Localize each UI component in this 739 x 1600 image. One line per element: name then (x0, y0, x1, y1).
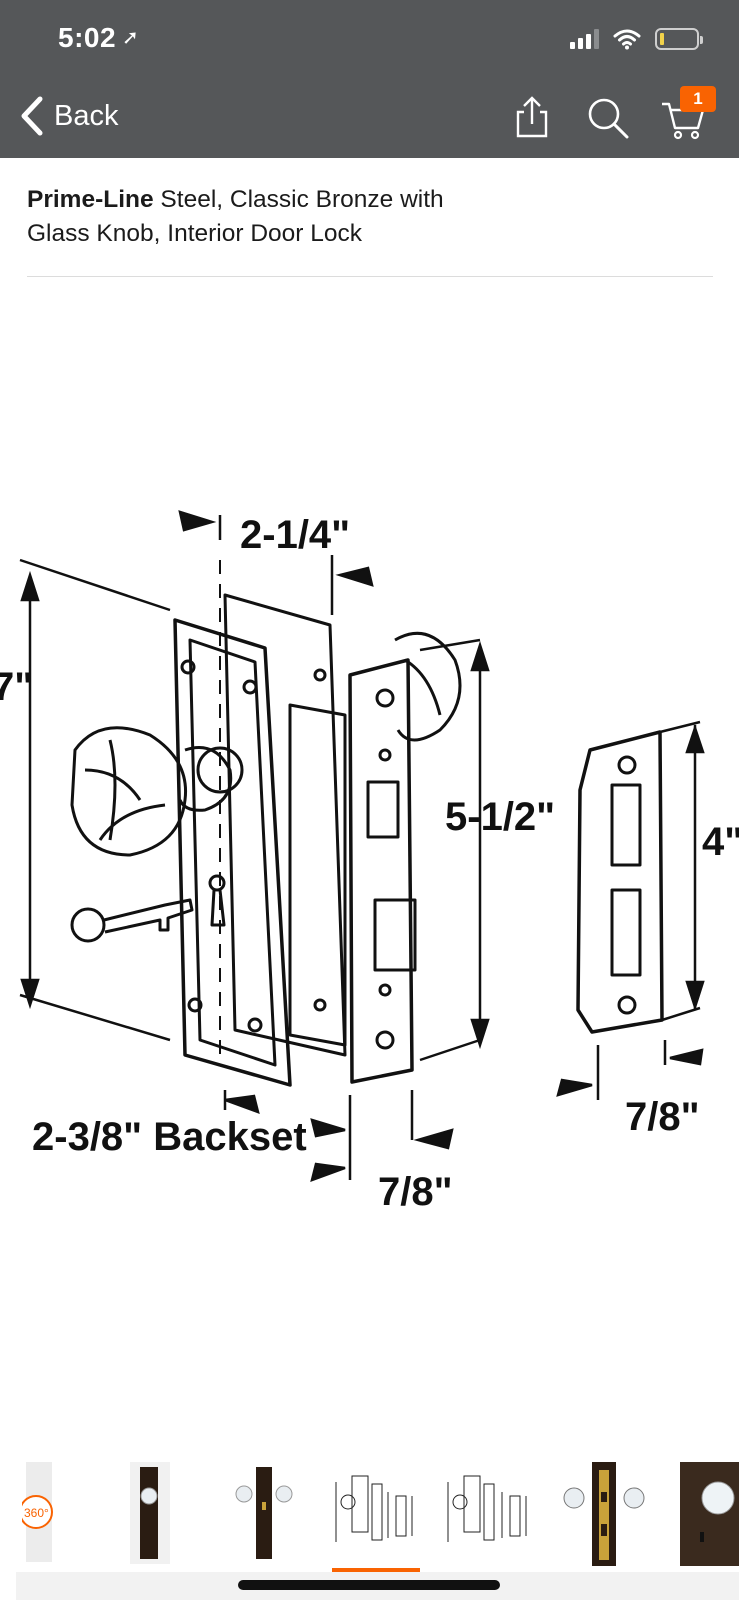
share-icon[interactable] (512, 96, 552, 138)
chevron-left-icon (21, 96, 43, 136)
dim-top-label: 2-1/4" (240, 513, 350, 557)
back-button[interactable]: Back (20, 96, 118, 136)
wifi-icon (613, 29, 641, 50)
dim-height-label: 7" (0, 665, 33, 709)
thumbnail-strip[interactable]: 360° (0, 1462, 739, 1572)
dim-middle-label: 5-1/2" (445, 795, 555, 839)
cart-count-badge: 1 (680, 86, 716, 112)
search-icon[interactable] (586, 97, 630, 141)
product-image[interactable]: 2-1/4" 7" 5-1/2" 4" 7/8" 2-3/8" Backset … (0, 500, 739, 1220)
thumbnail-360[interactable]: 360° (19, 1462, 56, 1572)
thumbnail-360-badge: 360° (24, 1506, 49, 1520)
thumbnail-6[interactable] (558, 1462, 646, 1572)
dim-strike-width-label: 7/8" (625, 1095, 700, 1139)
location-arrow-icon: ➚ (122, 27, 140, 49)
thumbnail-7[interactable] (680, 1462, 739, 1572)
home-indicator[interactable] (238, 1580, 500, 1590)
dim-faceplate-label: 7/8" (378, 1170, 453, 1214)
thumbnail-5[interactable] (442, 1462, 534, 1572)
back-label: Back (54, 99, 119, 132)
product-title-line2: Glass Knob, Interior Door Lock (27, 220, 362, 247)
dim-backset-label: 2-3/8" Backset (32, 1115, 307, 1159)
product-title-line1: Steel, Classic Bronze with (153, 186, 444, 213)
status-icons (570, 26, 703, 52)
battery-icon (655, 28, 703, 50)
product-brand[interactable]: Prime-Line (27, 186, 154, 213)
cellular-signal-icon (570, 29, 599, 49)
top-bar: 5:02➚ Back 1 (0, 0, 739, 158)
title-divider (27, 276, 713, 277)
dim-strike-height-label: 4" (702, 820, 739, 864)
thumbnail-4[interactable] (332, 1462, 420, 1572)
product-title: Prime-Line Steel, Classic Bronze with Gl… (27, 183, 707, 251)
thumbnail-2[interactable] (120, 1462, 180, 1572)
thumbnail-3[interactable] (232, 1462, 296, 1572)
status-time-text: 5:02 (58, 22, 117, 53)
status-time: 5:02➚ (58, 22, 139, 54)
